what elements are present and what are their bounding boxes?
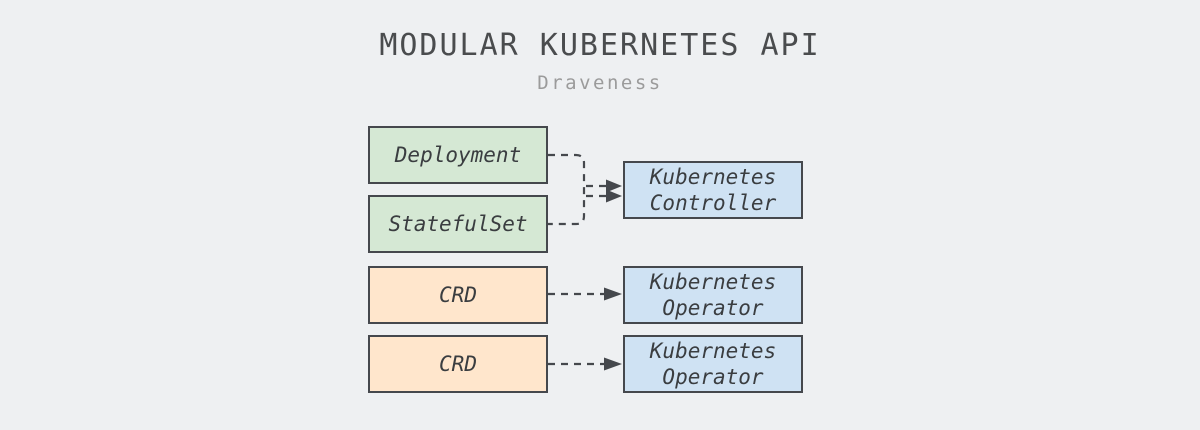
node-crd-1: CRD (368, 266, 548, 324)
node-kubernetes-operator-1-label: Kubernetes Operator (649, 270, 777, 320)
node-crd-2-label: CRD (439, 352, 477, 376)
node-deployment: Deployment (368, 126, 548, 184)
node-kubernetes-controller: Kubernetes Controller (623, 161, 803, 219)
node-statefulset: StatefulSet (368, 195, 548, 253)
edge-merge-bracket (548, 153, 586, 226)
arrowhead-crd2-operator2 (604, 357, 622, 371)
node-kubernetes-operator-2-label: Kubernetes Operator (649, 339, 777, 389)
arrowhead-deployment-controller (606, 179, 622, 193)
diagram-subtitle: Draveness (537, 72, 663, 94)
node-crd-2: CRD (368, 335, 548, 393)
node-crd-1-label: CRD (439, 283, 477, 307)
node-deployment-label: Deployment (394, 143, 522, 167)
diagram-title: MODULAR KUBERNETES API (379, 28, 821, 63)
node-kubernetes-operator-2: Kubernetes Operator (623, 335, 803, 393)
node-kubernetes-controller-label: Kubernetes Controller (649, 165, 777, 215)
arrowhead-statefulset-controller (606, 189, 622, 203)
arrowhead-crd1-operator1 (604, 287, 622, 301)
node-statefulset-label: StatefulSet (388, 212, 528, 236)
node-kubernetes-operator-1: Kubernetes Operator (623, 266, 803, 324)
